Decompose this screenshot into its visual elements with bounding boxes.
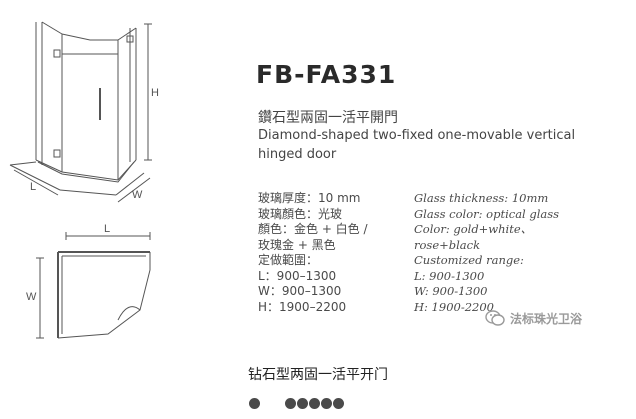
model-number: FB-FA331 <box>256 60 397 89</box>
spec-en-item: W: 900-1300 <box>414 284 488 298</box>
carousel-dot[interactable] <box>309 398 320 409</box>
product-title-en: Diamond-shaped two-fixed one-movable ver… <box>258 128 576 162</box>
carousel-dot[interactable] <box>285 398 296 409</box>
product-title-zh: 鑽石型兩固一活平開門 <box>258 110 398 126</box>
watermark-text: 法标珠光卫浴 <box>510 311 583 326</box>
carousel-dot[interactable] <box>321 398 332 409</box>
shower-enclosure-drawing: H L W L W <box>9 21 159 339</box>
spec-en-item: Glass color: optical glass <box>414 206 560 221</box>
watermark: 法标珠光卫浴 <box>484 307 582 329</box>
length-label: L <box>30 181 36 193</box>
spec-list-en: Glass thickness: 10mm Glass color: optic… <box>414 191 559 315</box>
width-label: W <box>132 189 143 201</box>
spec-en-item: Customized range: <box>414 253 524 267</box>
spec-list-zh: 玻璃厚度：10 mm 玻璃顏色：光玻 顏色：金色 + 白色 / 玫瑰金 + 黑色… <box>258 191 368 315</box>
height-label: H <box>151 87 159 99</box>
spec-zh-item: H：1900–2200 <box>258 299 347 314</box>
spec-zh-item: W：900–1300 <box>258 284 342 298</box>
carousel-indicator <box>0 398 636 412</box>
plan-width-label: W <box>26 291 37 303</box>
spec-en-item: rose+black <box>414 237 481 252</box>
spec-zh-item: 玻璃厚度：10 mm <box>258 191 361 205</box>
spec-zh-item: 定做範圍： <box>258 253 319 267</box>
product-card: H L W L W FB-FA331 鑽石型兩固一活平開門 Diamond-sh… <box>9 21 583 339</box>
spec-en-item: L: 900-1300 <box>414 268 485 283</box>
carousel-dot[interactable] <box>297 398 308 409</box>
spec-en-item: Color: gold+white、 <box>414 222 533 236</box>
carousel-dot[interactable] <box>333 398 344 409</box>
wechat-icon <box>485 310 505 326</box>
spec-zh-item: 顏色：金色 + 白色 / <box>258 222 368 236</box>
image-caption: 钻石型两固一活平开门 <box>248 367 388 383</box>
spec-en-item: H: 1900-2200 <box>414 299 494 314</box>
spec-zh-item: 玫瑰金 + 黑色 <box>258 237 336 252</box>
plan-length-label: L <box>104 223 110 235</box>
spec-zh-item: 玻璃顏色：光玻 <box>258 206 343 221</box>
spec-zh-item: L：900–1300 <box>258 268 337 283</box>
spec-en-item: Glass thickness: 10mm <box>414 191 549 205</box>
carousel-dot[interactable] <box>249 398 260 409</box>
